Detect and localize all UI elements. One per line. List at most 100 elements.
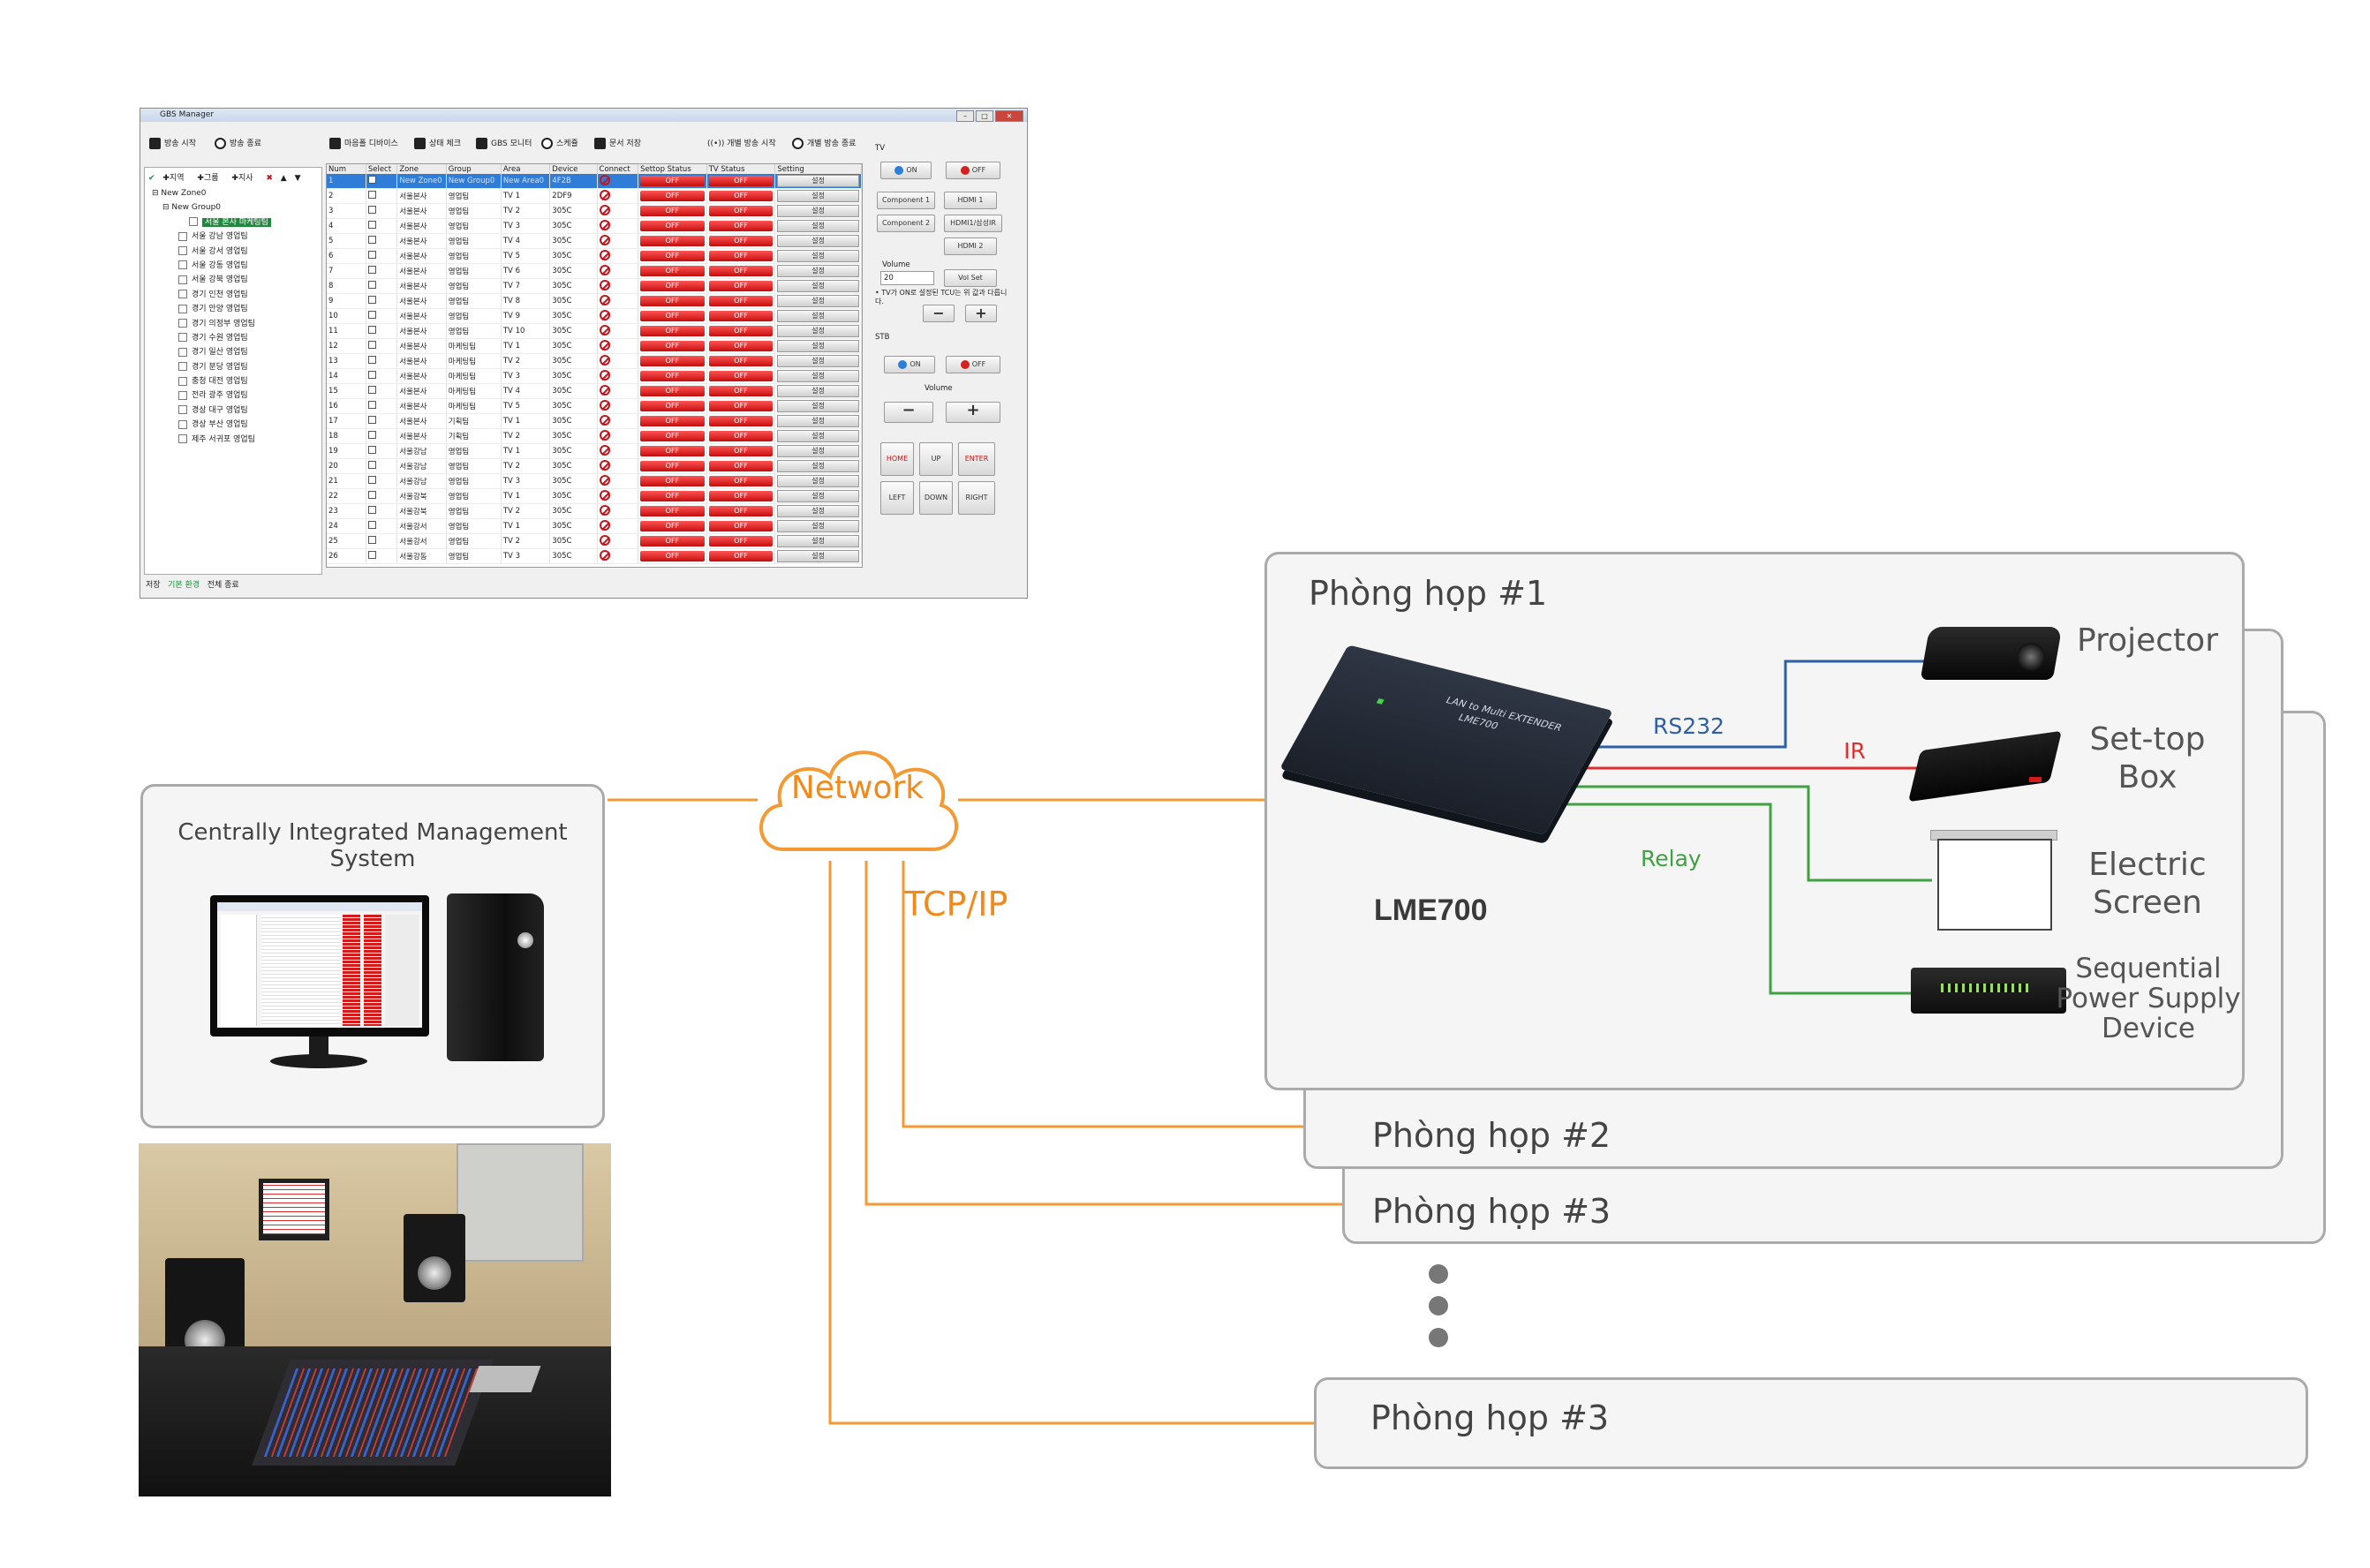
add-group-button[interactable]: ✚그룹 (197, 174, 219, 183)
setting-button[interactable]: 설정 (777, 220, 859, 232)
select-checkbox[interactable] (367, 386, 376, 394)
setting-button[interactable]: 설정 (777, 385, 859, 397)
settop-off-button[interactable]: OFF (640, 506, 705, 516)
setting-button[interactable]: 설정 (777, 370, 859, 382)
select-checkbox[interactable] (367, 551, 376, 559)
right-button[interactable]: RIGHT (958, 481, 995, 515)
tv-off-button[interactable]: OFF (708, 341, 774, 351)
tree-node-branch[interactable]: 경상 부산 영업팀 (145, 418, 321, 432)
settop-off-button[interactable]: OFF (640, 476, 705, 486)
setting-button[interactable]: 설정 (777, 190, 859, 202)
up-arrow-icon[interactable]: ▲ (280, 174, 287, 183)
tv-off-button[interactable]: OFF (708, 311, 774, 321)
settop-off-button[interactable]: OFF (640, 461, 705, 471)
settop-off-button[interactable]: OFF (640, 446, 705, 456)
delete-icon[interactable]: ✖ (266, 174, 273, 183)
settop-off-button[interactable]: OFF (640, 416, 705, 426)
tv-off-button[interactable]: OFF (708, 491, 774, 501)
select-checkbox[interactable] (367, 356, 376, 364)
check-icon[interactable]: ✔ (148, 174, 155, 183)
stb-volume-down-button[interactable]: − (884, 402, 933, 423)
setting-button[interactable]: 설정 (777, 490, 859, 502)
setting-button[interactable]: 설정 (777, 430, 859, 442)
column-header[interactable]: Select (366, 164, 398, 174)
select-checkbox[interactable] (367, 281, 376, 289)
individual-stop-button[interactable]: 개별 방송 종료 (792, 137, 856, 155)
column-header[interactable]: Num (327, 164, 366, 174)
settop-off-button[interactable]: OFF (640, 206, 705, 216)
tv-off-button[interactable]: OFF (708, 356, 774, 366)
up-button[interactable]: UP (919, 442, 953, 476)
setting-button[interactable]: 설정 (777, 415, 859, 427)
tv-off-button[interactable]: OFF (708, 236, 774, 246)
tv-off-button[interactable]: OFF (708, 326, 774, 336)
status-check-button[interactable]: 상태 체크 (414, 137, 461, 155)
select-checkbox[interactable] (367, 431, 376, 439)
add-branch-button[interactable]: ✚지사 (231, 174, 253, 183)
tree-node-branch[interactable]: 경기 수원 영업팀 (145, 331, 321, 345)
select-checkbox[interactable] (367, 251, 376, 259)
tree-node-branch[interactable]: 서울 강북 영업팀 (145, 273, 321, 287)
vol-set-button[interactable]: Vol Set (944, 269, 997, 287)
select-checkbox[interactable] (367, 236, 376, 244)
hdmi1-button[interactable]: HDMI 1 (944, 192, 997, 209)
status-save[interactable]: 저장 (146, 581, 161, 590)
select-checkbox[interactable] (367, 221, 376, 229)
tree-node-branch[interactable]: 경상 대구 영업팀 (145, 403, 321, 418)
setting-button[interactable]: 설정 (777, 355, 859, 367)
select-checkbox[interactable] (367, 371, 376, 379)
volume-up-button[interactable]: + (965, 305, 997, 322)
select-checkbox[interactable] (367, 191, 376, 199)
select-checkbox[interactable] (367, 446, 376, 454)
enter-button[interactable]: ENTER (958, 442, 995, 476)
select-checkbox[interactable] (367, 491, 376, 499)
column-header[interactable]: Zone (396, 164, 447, 174)
tree-node-branch[interactable]: 제주 서귀포 영업팀 (145, 433, 321, 447)
down-arrow-icon[interactable]: ▼ (294, 174, 301, 183)
setting-button[interactable]: 설정 (777, 310, 859, 322)
settop-off-button[interactable]: OFF (640, 341, 705, 351)
setting-button[interactable]: 설정 (777, 235, 859, 247)
broadcast-stop-button[interactable]: 방송 종료 (215, 137, 261, 155)
select-checkbox[interactable] (367, 476, 376, 484)
settop-off-button[interactable]: OFF (640, 431, 705, 441)
stb-volume-up-button[interactable]: + (946, 402, 1000, 423)
tv-off-button[interactable]: OFF (708, 386, 774, 396)
checkbox[interactable] (178, 347, 187, 357)
setting-button[interactable]: 설정 (777, 475, 859, 487)
select-checkbox[interactable] (367, 506, 376, 514)
stb-off-button[interactable]: OFF (946, 356, 1000, 373)
tv-off-button[interactable]: OFF (708, 191, 774, 201)
tv-off-button[interactable]: OFF (708, 251, 774, 261)
tree-node-branch[interactable]: 서울 강남 영업팀 (145, 230, 321, 244)
component1-button[interactable]: Component 1 (877, 192, 935, 209)
setting-button[interactable]: 설정 (777, 295, 859, 307)
settop-off-button[interactable]: OFF (640, 521, 705, 531)
tree-node-branch[interactable]: 서울 강서 영업팀 (145, 245, 321, 259)
add-zone-button[interactable]: ✚지역 (162, 174, 185, 183)
column-header[interactable]: Group (446, 164, 502, 174)
checkbox[interactable] (178, 390, 187, 400)
checkbox[interactable] (178, 231, 187, 241)
column-header[interactable]: Device (549, 164, 598, 174)
settop-off-button[interactable]: OFF (640, 266, 705, 276)
setting-button[interactable]: 설정 (777, 265, 859, 277)
maximize-button[interactable]: □ (976, 110, 993, 122)
tv-off-button[interactable]: OFF (708, 221, 774, 231)
setting-button[interactable]: 설정 (777, 340, 859, 352)
select-checkbox[interactable] (367, 521, 376, 529)
